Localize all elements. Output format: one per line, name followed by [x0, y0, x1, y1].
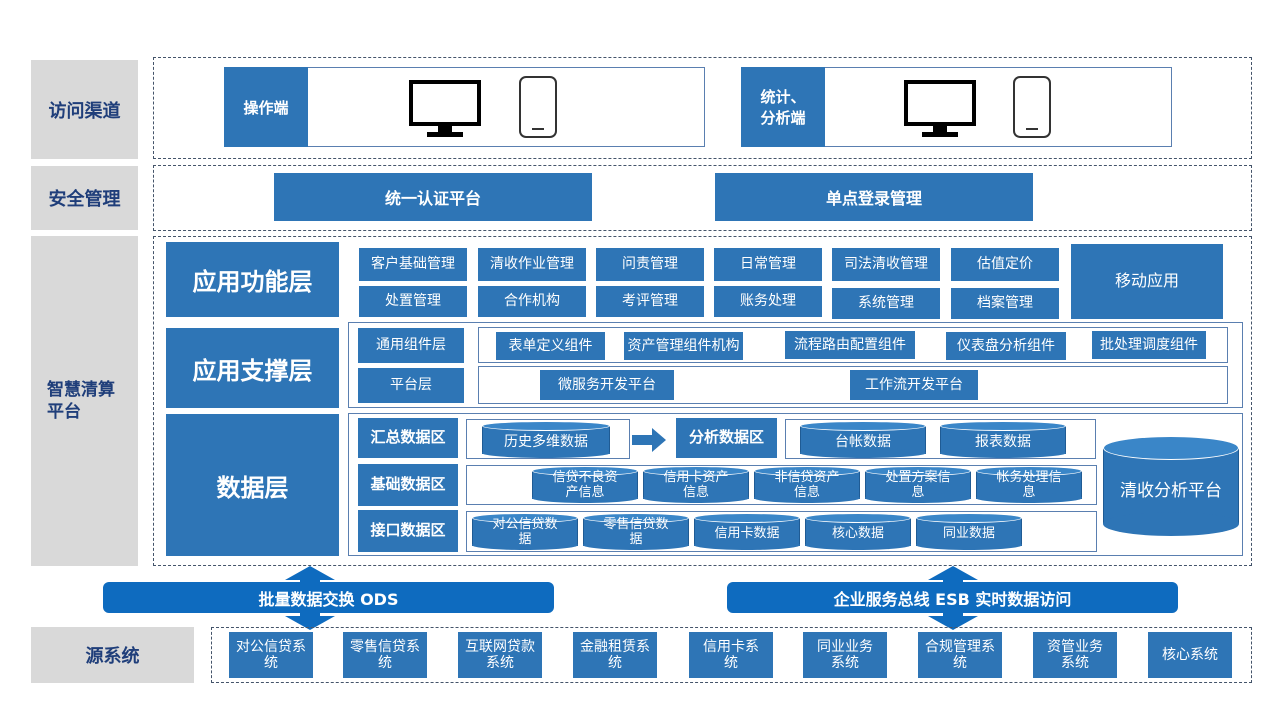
- component-item: 流程路由配置组件: [785, 331, 915, 359]
- function-item: 档案管理: [951, 288, 1059, 319]
- function-item: 合作机构: [478, 286, 586, 317]
- interface-frame: [466, 511, 1097, 552]
- function-item: 处置管理: [359, 286, 467, 317]
- analysis-zone-label: 分析数据区: [676, 418, 777, 458]
- arrow-right-icon: [632, 428, 666, 452]
- function-item: 日常管理: [714, 248, 822, 281]
- function-item: 账务处理: [714, 286, 822, 317]
- access-panel: [153, 57, 1252, 159]
- platform-panel: [153, 236, 1252, 566]
- source-panel: [211, 627, 1252, 683]
- layer-app-support: 应用支撑层: [166, 328, 339, 408]
- interface-data-cylinder: 核心数据: [805, 513, 911, 551]
- basic-data-cylinder: 信贷不良资 产信息: [532, 466, 638, 504]
- stats-terminal-label: 统计、 分析端: [741, 67, 825, 147]
- security-panel: [153, 165, 1252, 231]
- component-item: 仪表盘分析组件: [946, 332, 1066, 360]
- basic-data-cylinder: 处置方案信 息: [865, 466, 971, 504]
- phone-icon: [1013, 76, 1051, 138]
- summary-zone-label: 汇总数据区: [358, 418, 458, 458]
- ledger-data-cylinder: 台帐数据: [800, 421, 926, 459]
- source-system-box: 核心系统: [1148, 632, 1232, 678]
- function-item: 估值定价: [951, 248, 1059, 281]
- operate-terminal-label: 操作端: [224, 67, 308, 147]
- interface-data-cylinder: 对公信贷数 据: [472, 513, 578, 551]
- interface-data-cylinder: 零售信贷数 据: [583, 513, 689, 551]
- basic-zone-label: 基础数据区: [358, 464, 458, 506]
- layer-data: 数据层: [166, 414, 339, 556]
- report-data-cylinder: 报表数据: [940, 421, 1066, 459]
- source-system-box: 同业业务 系统: [803, 632, 887, 678]
- row-label-security: 安全管理: [31, 166, 138, 230]
- function-item: 客户基础管理: [359, 248, 467, 281]
- support-panel: [348, 322, 1243, 408]
- platform-item: 工作流开发平台: [850, 370, 978, 400]
- basic-data-cylinder: 信用卡资产 信息: [643, 466, 749, 504]
- basic-frame: [466, 465, 1097, 505]
- monitor-icon: [409, 80, 481, 137]
- function-item: 清收作业管理: [478, 248, 586, 281]
- phone-icon: [519, 76, 557, 138]
- unified-auth-box: 统一认证平台: [274, 173, 592, 221]
- ods-bar: 批量数据交换 ODS: [103, 582, 554, 613]
- platform-row: [478, 366, 1228, 404]
- interface-data-cylinder: 同业数据: [916, 513, 1022, 551]
- component-item: 资产管理组件机构: [624, 332, 743, 360]
- function-item: 系统管理: [832, 288, 940, 319]
- interface-data-cylinder: 信用卡数据: [694, 513, 800, 551]
- esb-bar: 企业服务总线 ESB 实时数据访问: [727, 582, 1178, 613]
- function-item: 考评管理: [596, 286, 704, 317]
- basic-data-cylinder: 非信贷资产 信息: [754, 466, 860, 504]
- platform-layer-label: 平台层: [358, 368, 464, 403]
- component-item: 批处理调度组件: [1092, 331, 1206, 359]
- row-label-source: 源系统: [31, 627, 194, 683]
- monitor-icon: [904, 80, 976, 137]
- function-item: 司法清收管理: [832, 248, 940, 281]
- layer-app-function: 应用功能层: [166, 242, 339, 317]
- sso-box: 单点登录管理: [715, 173, 1033, 221]
- basic-data-cylinder: 帐务处理信 息: [976, 466, 1082, 504]
- history-data-cylinder: 历史多维数据: [482, 421, 610, 459]
- row-label-access: 访问渠道: [31, 60, 138, 159]
- component-item: 表单定义组件: [496, 332, 605, 360]
- collection-analysis-platform-cylinder: 清收分析平台: [1103, 436, 1239, 536]
- interface-zone-label: 接口数据区: [358, 510, 458, 552]
- common-component-layer-label: 通用组件层: [358, 328, 464, 363]
- analysis-frame: [785, 419, 1096, 459]
- row-label-platform: 智慧清算 平台: [31, 236, 138, 566]
- component-row: [478, 327, 1228, 363]
- platform-item: 微服务开发平台: [540, 370, 674, 400]
- source-system-box: 互联网贷款 系统: [458, 632, 542, 678]
- source-system-box: 对公信贷系 统: [229, 632, 313, 678]
- source-system-box: 资管业务 系统: [1033, 632, 1117, 678]
- data-panel: [348, 413, 1243, 556]
- mobile-app-box: 移动应用: [1071, 244, 1223, 319]
- source-system-box: 合规管理系 统: [918, 632, 1002, 678]
- source-system-box: 零售信贷系 统: [343, 632, 427, 678]
- source-system-box: 金融租赁系 统: [573, 632, 657, 678]
- function-item: 问责管理: [596, 248, 704, 281]
- history-frame: [466, 419, 630, 459]
- source-system-box: 信用卡系 统: [689, 632, 773, 678]
